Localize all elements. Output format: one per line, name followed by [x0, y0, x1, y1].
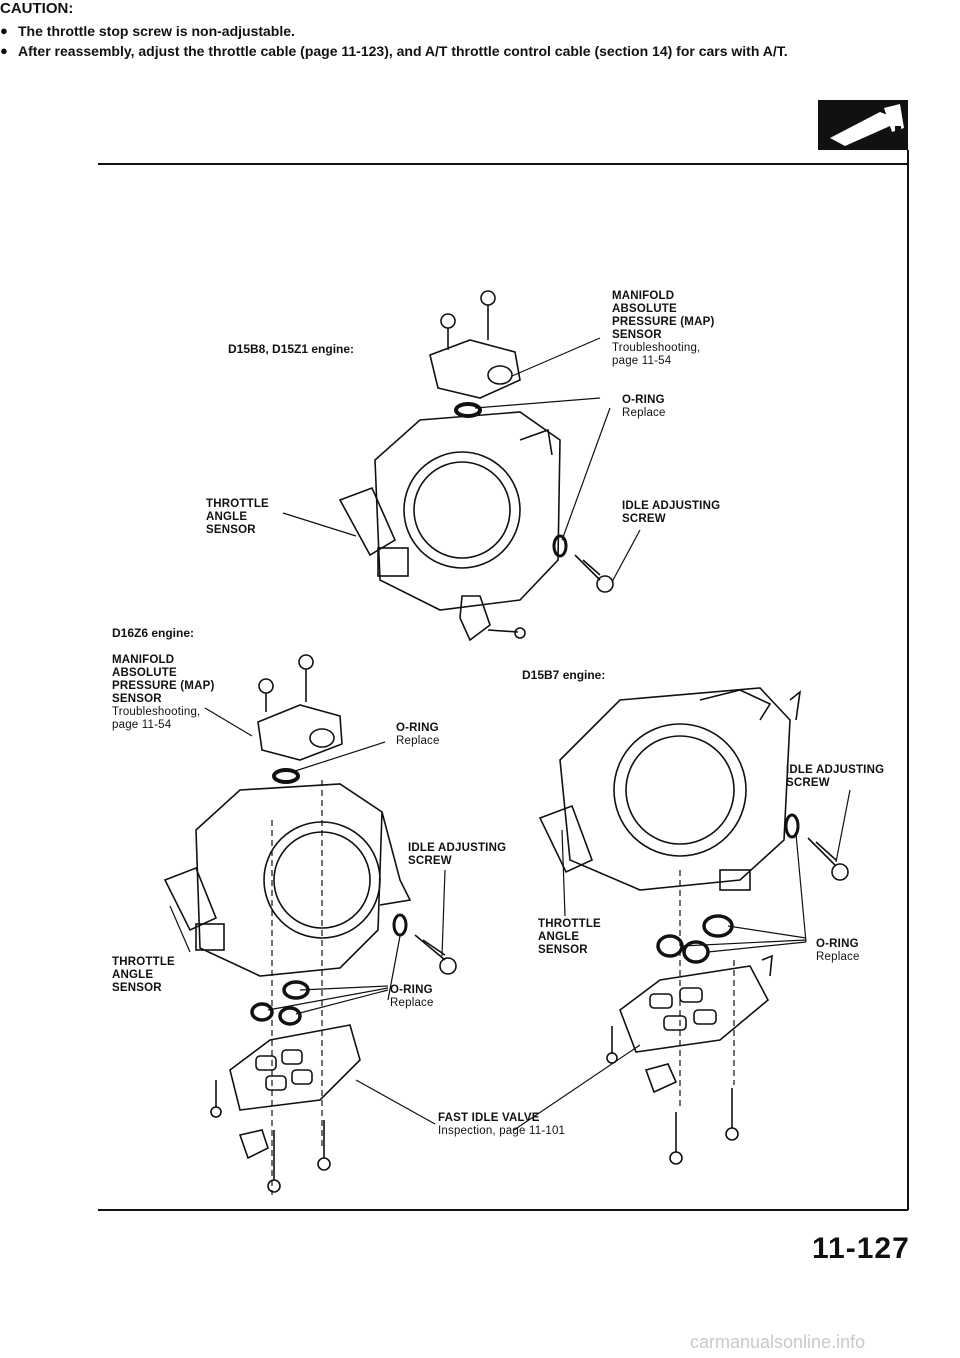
label-fast-idle-valve: FAST IDLE VALVE Inspection, page 11-101 [438, 1112, 608, 1138]
label-map-sensor-left-sub2: page 11-54 [112, 719, 172, 731]
page-number: 11-127 [812, 1232, 910, 1265]
label-oring-left-lower: O-RING Replace [390, 984, 434, 1010]
label-idle-adjusting-screw-right: IDLE ADJUSTING SCREW [786, 764, 885, 789]
label-oring-left: O-RING Replace [396, 722, 440, 748]
label-throttle-angle-sensor-left: THROTTLE ANGLE SENSOR [112, 956, 175, 994]
label-map-sensor-left: MANIFOLD ABSOLUTE PRESSURE (MAP) SENSOR … [112, 654, 222, 732]
label-oring-top-sub: Replace [622, 407, 666, 419]
label-throttle-angle-sensor-top: THROTTLE ANGLE SENSOR [206, 498, 269, 536]
engine-heading-left: D16Z6 engine: [112, 626, 195, 640]
label-oring-top-name: O-RING [622, 394, 665, 406]
caution-item-1: The throttle stop screw is non-adjustabl… [0, 22, 790, 40]
label-fast-idle-valve-sub: Inspection, page 11-101 [438, 1125, 566, 1137]
label-oring-right-name: O-RING [816, 938, 859, 950]
label-map-sensor-top-sub1: Troubleshooting, [612, 342, 701, 354]
label-oring-top: O-RING Replace [622, 394, 666, 420]
label-fast-idle-valve-name: FAST IDLE VALVE [438, 1112, 540, 1124]
label-oring-left-sub: Replace [396, 735, 440, 747]
left-throttle-body-drawing [163, 654, 457, 1193]
left-leader-lines [169, 707, 446, 1195]
label-oring-left-lower-sub: Replace [390, 997, 434, 1009]
caution-item-2: After reassembly, adjust the throttle ca… [0, 42, 790, 60]
label-throttle-angle-sensor-right: THROTTLE ANGLE SENSOR [538, 918, 601, 956]
top-leader-lines [282, 337, 641, 583]
right-throttle-body-drawing [538, 687, 849, 1165]
engine-heading-right: D15B7 engine: [522, 668, 606, 682]
label-oring-right: O-RING Replace [816, 938, 860, 964]
label-map-sensor-top: MANIFOLD ABSOLUTE PRESSURE (MAP) SENSOR … [612, 290, 722, 368]
caution-heading: CAUTION: [0, 0, 74, 17]
label-map-sensor-left-sub1: Troubleshooting, [112, 706, 201, 718]
label-map-sensor-left-name: MANIFOLD ABSOLUTE PRESSURE (MAP) SENSOR [112, 654, 215, 705]
label-idle-adjusting-screw-left: IDLE ADJUSTING SCREW [408, 842, 507, 867]
watermark: carmanualsonline.info [690, 1332, 866, 1352]
caution-list: The throttle stop screw is non-adjustabl… [0, 22, 790, 60]
label-idle-adjusting-screw-top: IDLE ADJUSTING SCREW [622, 500, 721, 525]
caution-block: CAUTION: The throttle stop screw is non-… [0, 0, 790, 60]
engine-heading-top: D15B8, D15Z1 engine: [228, 342, 355, 356]
label-oring-left-name: O-RING [396, 722, 439, 734]
label-map-sensor-top-sub2: page 11-54 [612, 355, 672, 367]
right-leader-lines [513, 789, 851, 1131]
label-map-sensor-top-name: MANIFOLD ABSOLUTE PRESSURE (MAP) SENSOR [612, 290, 715, 341]
top-throttle-body-drawing [338, 290, 614, 642]
fuel-system-icon [818, 100, 908, 150]
label-oring-left-lower-name: O-RING [390, 984, 433, 996]
label-oring-right-sub: Replace [816, 951, 860, 963]
